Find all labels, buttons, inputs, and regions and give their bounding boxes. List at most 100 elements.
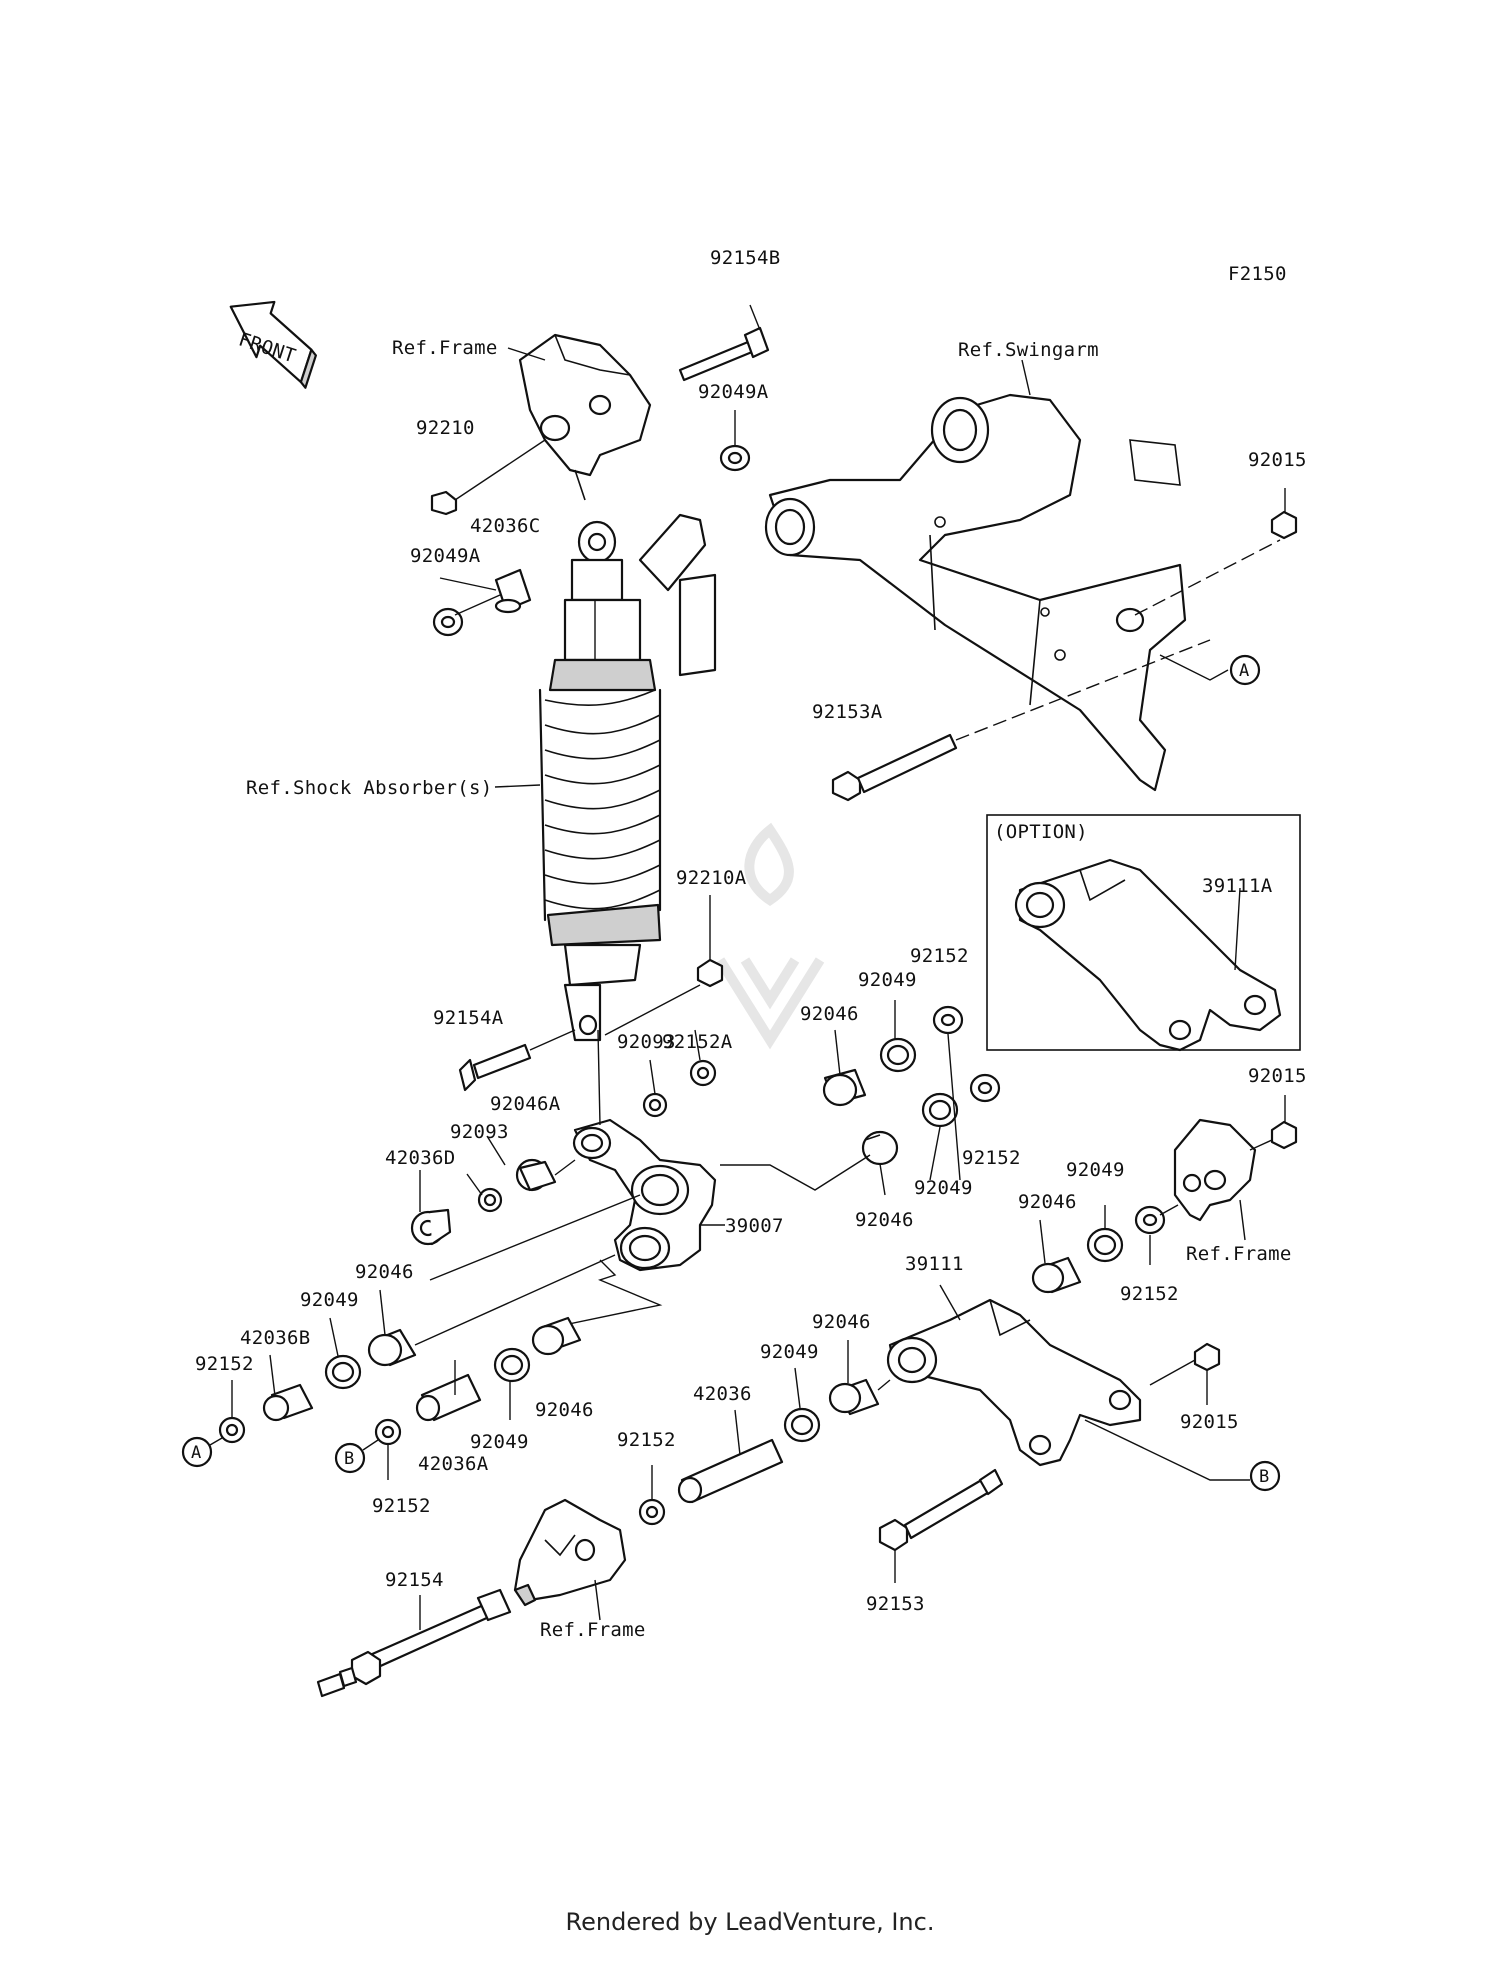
callout-a-right: A — [1159, 654, 1261, 686]
leadventure-watermark — [715, 822, 825, 1050]
label-92152-b: 92152 — [962, 1147, 1021, 1169]
label-42036: 42036 — [693, 1383, 752, 1405]
option-box — [986, 814, 1301, 1052]
label-92154A: 92154A — [433, 1007, 504, 1029]
axle-92154 — [316, 1588, 512, 1698]
callout-b-left: B — [334, 1439, 379, 1474]
diagram-code: F2150 — [1228, 263, 1287, 285]
label-92046-f: 92046 — [535, 1399, 594, 1421]
front-arrow-icon: FRONT — [229, 300, 317, 389]
shock-absorber — [538, 513, 717, 1042]
nut-92015-mid — [1249, 1095, 1298, 1151]
label-92152-e: 92152 — [617, 1429, 676, 1451]
label-92210A: 92210A — [676, 867, 747, 889]
bearing-92046-a — [822, 1029, 867, 1107]
label-92153: 92153 — [866, 1593, 925, 1615]
swingarm — [764, 393, 1187, 792]
label-92046-e: 92046 — [812, 1311, 871, 1333]
label-ref-frame-mid: Ref.Frame — [1186, 1243, 1292, 1265]
frame-bracket-bottom — [513, 1498, 627, 1621]
washer-92093-b — [477, 1187, 503, 1213]
bearing-92046-b — [861, 1130, 899, 1196]
label-92152-c: 92152 — [1120, 1283, 1179, 1305]
label-39007: 39007 — [725, 1215, 784, 1237]
callout-b-right: B — [1084, 1419, 1281, 1492]
frame-bracket-top — [518, 333, 652, 501]
callout-a-left-text: A — [191, 1443, 201, 1463]
label-39111A: 39111A — [1202, 875, 1273, 897]
label-92154B: 92154B — [710, 247, 780, 269]
label-ref-frame-bot: Ref.Frame — [540, 1619, 646, 1641]
washer-92049-c — [324, 1354, 362, 1390]
callout-b-right-text: B — [1259, 1467, 1269, 1487]
washer-92152-e — [1134, 1204, 1179, 1235]
nut-92015-bot — [1149, 1342, 1221, 1405]
label-92152-a: 92152 — [910, 945, 969, 967]
nut-92210 — [430, 439, 546, 516]
label-92049A-left: 92049A — [410, 545, 481, 567]
label-92152-f: 92152 — [372, 1495, 431, 1517]
label-92093-b: 92093 — [450, 1121, 509, 1143]
label-92153A: 92153A — [812, 701, 883, 723]
bolt-92154A — [458, 1029, 576, 1092]
label-ref-frame-top: Ref.Frame — [392, 337, 498, 359]
washer-92049-f — [783, 1367, 821, 1443]
washer-92049-b — [921, 1092, 959, 1128]
label-92046-c: 92046 — [855, 1209, 914, 1231]
bolt-92153 — [878, 1468, 1004, 1583]
washer-92152-c — [218, 1416, 246, 1444]
collar-42036A — [415, 1373, 482, 1422]
label-92152A: 92152A — [662, 1031, 733, 1053]
label-92154: 92154 — [385, 1569, 444, 1591]
label-92046-a: 92046 — [800, 1003, 859, 1025]
label-42036D: 42036D — [385, 1147, 455, 1169]
label-92093-a: 92093 — [617, 1031, 676, 1053]
label-92152-d: 92152 — [195, 1353, 254, 1375]
label-92049-f: 92049 — [470, 1431, 529, 1453]
frame-bracket-mid — [1173, 1118, 1257, 1241]
washer-92049A-left — [432, 607, 464, 637]
label-92046-d: 92046 — [355, 1261, 414, 1283]
label-42036C: 42036C — [470, 515, 540, 537]
label-92049A-top: 92049A — [698, 381, 769, 403]
washer-92093-a — [642, 1059, 668, 1118]
collar-42036D — [410, 1208, 452, 1246]
label-39111: 39111 — [905, 1253, 964, 1275]
bolt-92154B — [678, 304, 770, 382]
label-42036B: 42036B — [240, 1327, 310, 1349]
label-92015-top: 92015 — [1248, 449, 1307, 471]
callout-a-left: A — [181, 1436, 223, 1468]
tie-rod-39111 — [886, 1284, 1142, 1467]
label-option: (OPTION) — [994, 821, 1088, 843]
collar-42036B — [262, 1383, 314, 1422]
washer-92049-a — [879, 1000, 917, 1073]
washer-92152-b — [969, 1073, 1001, 1103]
washer-92049A-top — [719, 410, 751, 472]
label-92049-d: 92049 — [300, 1289, 359, 1311]
label-92015-mid: 92015 — [1248, 1065, 1307, 1087]
callout-a-right-text: A — [1239, 661, 1249, 681]
label-92046A: 92046A — [490, 1093, 561, 1115]
collar-42036 — [677, 1409, 784, 1504]
washer-92152-a — [932, 1005, 964, 1035]
part-labels: F2150 92154B Ref.Frame Ref.Swingarm 9221… — [195, 247, 1307, 1641]
label-92049-a: 92049 — [858, 969, 917, 991]
label-92210: 92210 — [416, 417, 475, 439]
leader-lines — [231, 347, 1151, 1480]
collar-42036C — [494, 568, 532, 614]
bearing-92046A — [515, 1158, 557, 1192]
label-92046-b: 92046 — [1018, 1191, 1077, 1213]
nut-92015-top — [1270, 488, 1298, 540]
nut-92210A — [604, 895, 724, 1036]
washer-92049-e — [1086, 1227, 1124, 1263]
label-92049-c: 92049 — [914, 1177, 973, 1199]
bearing-92046-f — [828, 1340, 891, 1416]
washer-92152-d — [374, 1418, 402, 1446]
label-92049-e: 92049 — [760, 1341, 819, 1363]
rocker-link-39007 — [572, 1029, 725, 1272]
bearing-92046-e — [1031, 1256, 1082, 1294]
label-ref-swingarm: Ref.Swingarm — [958, 339, 1099, 361]
washer-92152A — [689, 1029, 717, 1087]
bearing-92046-c — [367, 1254, 616, 1367]
